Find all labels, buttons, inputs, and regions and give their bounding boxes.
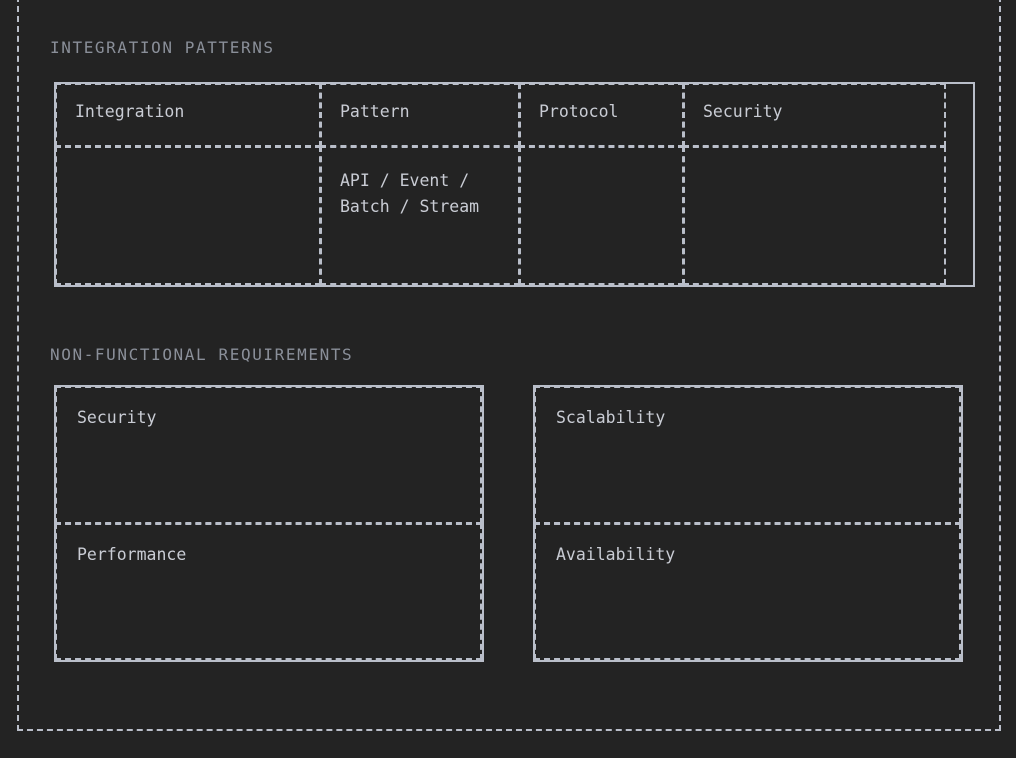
- nfr-card-performance[interactable]: Performance: [55, 522, 482, 660]
- column-header-integration: Integration: [55, 83, 321, 147]
- nfr-column-right: Scalability Availability: [533, 385, 963, 662]
- nfr-card-scalability[interactable]: Scalability: [534, 386, 961, 524]
- cell-protocol[interactable]: [519, 146, 684, 285]
- non-functional-requirements-grid: Security Performance Scalability Availab…: [54, 385, 963, 662]
- section-label-integration-patterns: INTEGRATION PATTERNS: [50, 38, 275, 57]
- nfr-card-availability[interactable]: Availability: [534, 522, 961, 660]
- column-header-pattern: Pattern: [320, 83, 520, 147]
- column-header-security: Security: [683, 83, 946, 147]
- cell-integration[interactable]: [55, 146, 321, 285]
- table-header-row: Integration Pattern Protocol Security: [55, 83, 973, 147]
- nfr-card-security[interactable]: Security: [55, 386, 482, 524]
- cell-pattern[interactable]: API / Event / Batch / Stream: [320, 146, 520, 285]
- section-label-non-functional-requirements: NON-FUNCTIONAL REQUIREMENTS: [50, 345, 354, 364]
- cell-security[interactable]: [683, 146, 946, 285]
- column-header-protocol: Protocol: [519, 83, 684, 147]
- nfr-column-left: Security Performance: [54, 385, 484, 662]
- table-row: API / Event / Batch / Stream: [55, 146, 973, 285]
- integration-patterns-table: Integration Pattern Protocol Security AP…: [54, 82, 975, 287]
